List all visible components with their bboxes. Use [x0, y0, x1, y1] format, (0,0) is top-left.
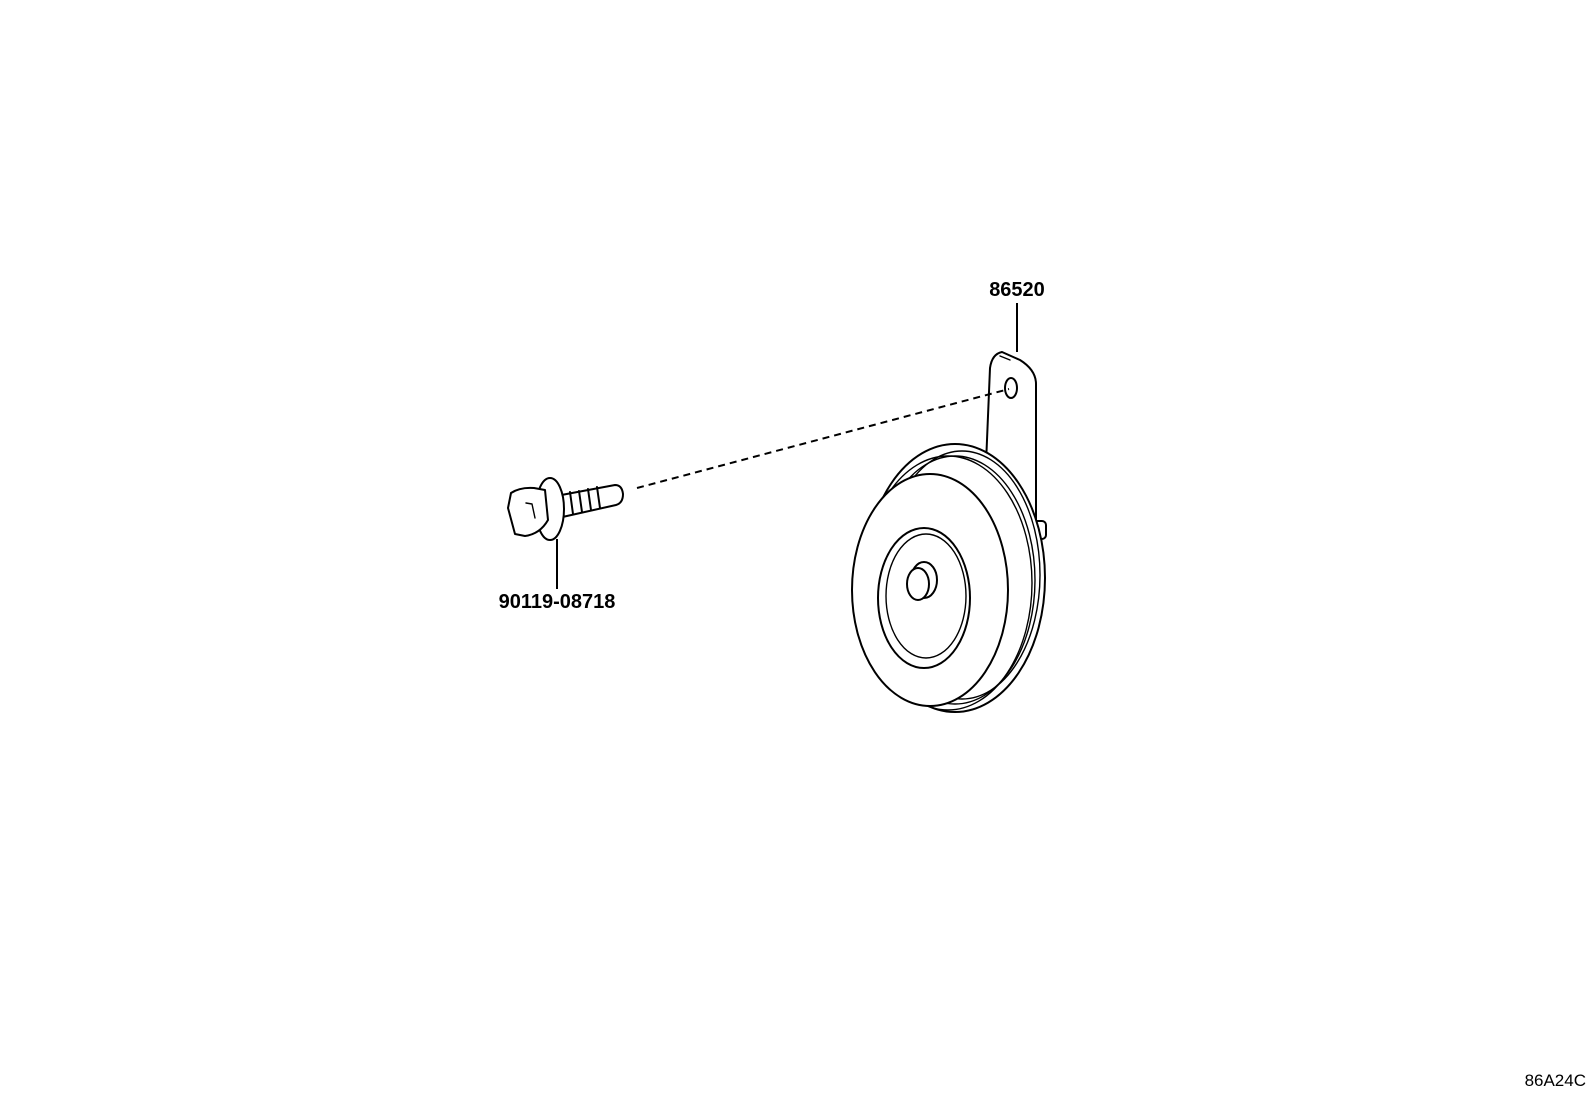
bolt-head — [507, 486, 549, 537]
bracket-bolt-hole — [1004, 377, 1018, 399]
bolt-part-number-label[interactable]: 90119-08718 — [499, 591, 616, 613]
diagram-reference-code: 86A24C — [1525, 1071, 1586, 1090]
horn-part-number-label[interactable]: 86520 — [989, 279, 1045, 301]
horn-assembly[interactable] — [851, 351, 1047, 713]
assembly-alignment-line — [636, 388, 1010, 489]
horn-diaphragm-ring — [877, 527, 971, 669]
flange-bolt[interactable] — [507, 477, 624, 541]
